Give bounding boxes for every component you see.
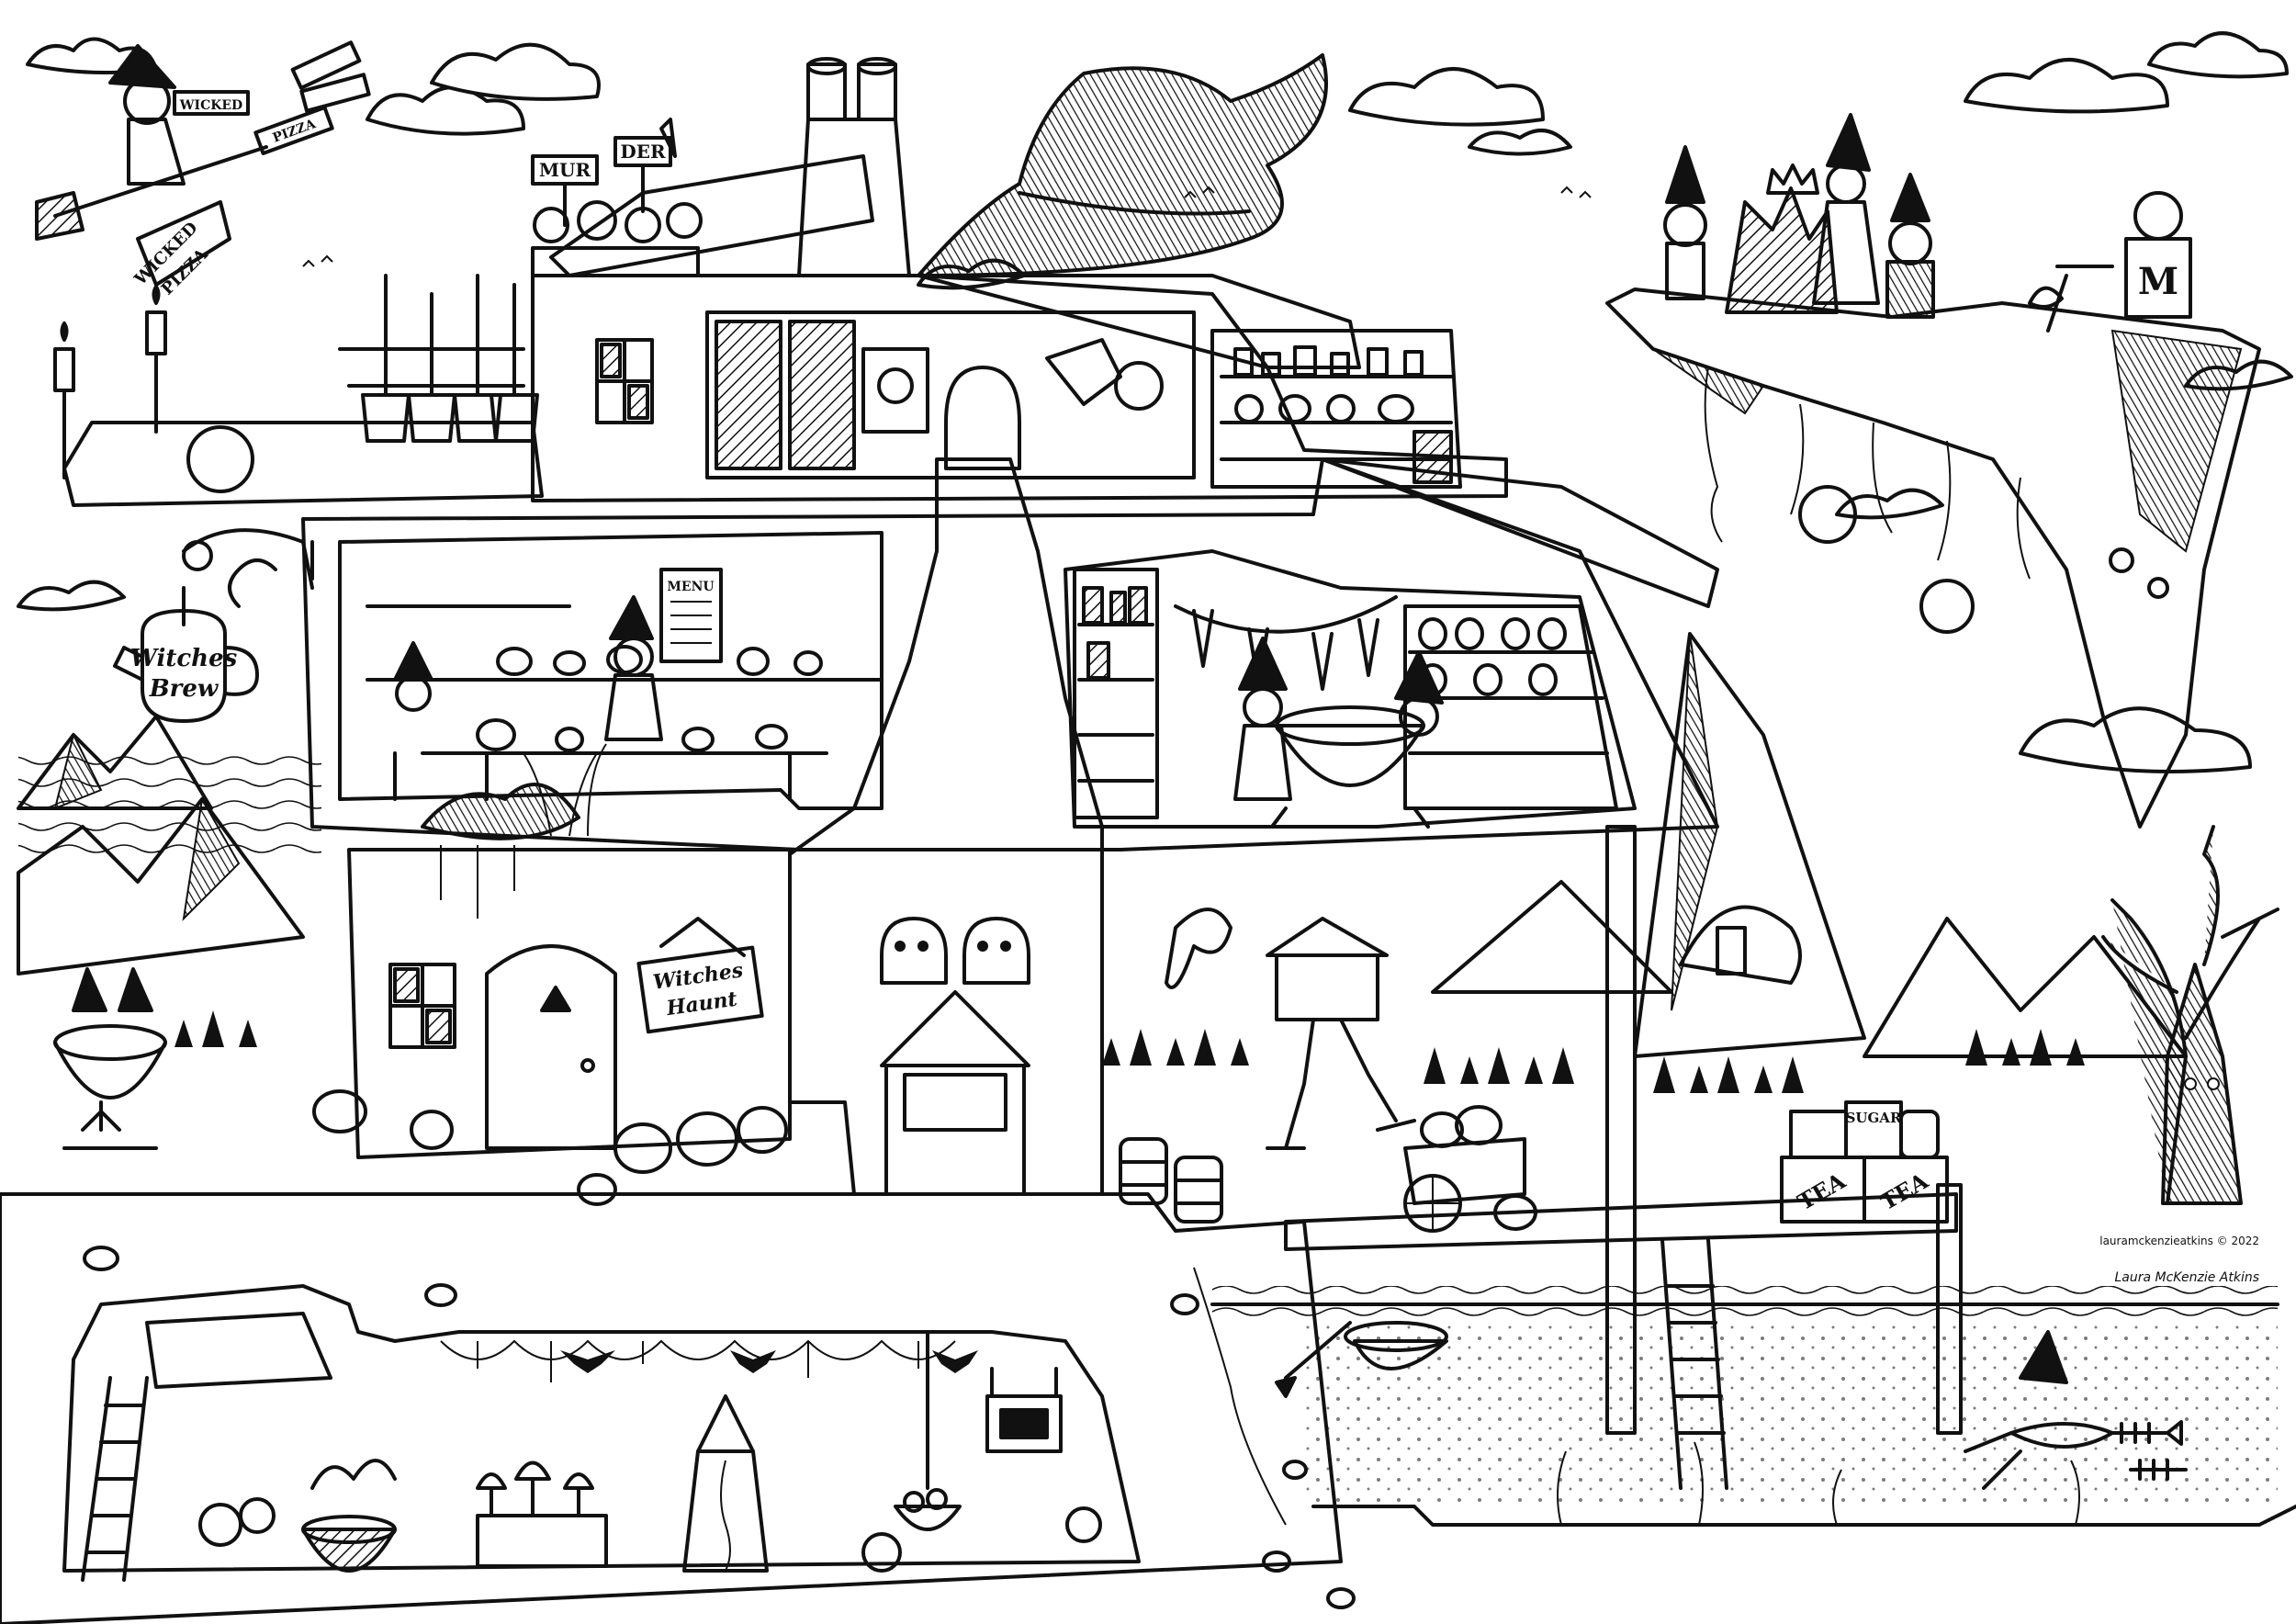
yard-cauldron — [53, 967, 167, 1150]
der-sign: DER — [620, 141, 666, 163]
mushroom-planter — [476, 1460, 608, 1568]
rope-ladder — [1660, 1238, 1728, 1490]
old-wizard — [682, 1394, 769, 1573]
witches-brew-line1: Witches — [130, 645, 238, 672]
chimney — [797, 57, 911, 277]
witches-brew-sign: Witches Brew — [113, 528, 314, 723]
crate-sugar: SUGAR — [1846, 1110, 1902, 1126]
walking-hut — [1165, 908, 1416, 1150]
crate-tea-right: TEA — [1875, 1167, 1932, 1216]
cloud — [1835, 488, 1944, 520]
tea-room: MENU — [338, 531, 884, 810]
witches-haunt-sign: Witches Haunt — [636, 917, 764, 1034]
left-yard — [53, 967, 788, 1206]
witch-figure — [1663, 145, 1707, 300]
witches-haunt-line2: Haunt — [664, 987, 738, 1021]
cave-ladder — [81, 1376, 149, 1582]
clouds — [17, 31, 2293, 773]
witches-brew-line2: Brew — [149, 675, 219, 703]
water — [1210, 1286, 2279, 1526]
underground-cave — [62, 1284, 1141, 1582]
fish-skeletons — [2110, 1420, 2188, 1481]
cloud — [17, 580, 126, 612]
copyright-text: lauramckenzieatkins © 2022 — [2099, 1235, 2259, 1247]
pumpkin-cart — [1403, 1105, 1537, 1233]
brooms — [361, 274, 539, 443]
seaweed — [1557, 1441, 2080, 1526]
artist-signature: lauramckenzieatkins © 2022 Laura McKenzi… — [2099, 1235, 2259, 1285]
upper-floor — [531, 53, 1508, 502]
witch-figure — [1812, 113, 1880, 305]
hanging-plants — [421, 743, 607, 919]
cliff-characters: M — [1663, 113, 2192, 333]
lower-window — [388, 963, 456, 1049]
bonfire — [1725, 186, 1839, 314]
crate-tea-left: TEA — [1793, 1167, 1850, 1216]
pizza-box-label: WICKED — [179, 98, 242, 113]
pantry-shelves — [1210, 329, 1462, 489]
cloud — [1348, 67, 1545, 127]
cauldron-boat — [1275, 1321, 1448, 1398]
bats — [560, 1350, 978, 1373]
menu-board-title: MENU — [667, 580, 714, 594]
lower-floor: Witches Haunt — [347, 743, 792, 1159]
pine-forest — [174, 1010, 2085, 1093]
crowned-figure — [1766, 164, 1819, 195]
candles — [53, 285, 167, 479]
cloud — [2019, 706, 2252, 773]
stone-well — [880, 990, 1030, 1196]
cliff-creature — [1919, 579, 1975, 634]
front-door — [485, 944, 617, 1150]
knight-armor: M — [2046, 191, 2192, 333]
upper-window — [595, 338, 654, 424]
armor-letter: M — [2138, 260, 2178, 303]
cloud — [1964, 58, 2169, 114]
tea-room-witches — [393, 595, 663, 741]
spooky-tree — [2101, 825, 2279, 1205]
flying-pizza-witch: WICKED PIZZA WICKED PIZZA — [35, 40, 371, 299]
broom-deck — [53, 274, 544, 507]
cave-cauldron — [301, 1459, 397, 1573]
cliff-creature — [1798, 485, 1857, 544]
hanging-basket — [894, 1330, 962, 1531]
swimming-witch — [1964, 1330, 2114, 1490]
cave-creatures — [198, 1497, 1102, 1573]
cloud — [430, 42, 601, 101]
potion-witches — [1233, 637, 1444, 801]
wall-sign-frame — [985, 1367, 1063, 1453]
potion-room — [1064, 549, 1637, 829]
mur-sign: MUR — [539, 159, 591, 181]
cloud — [366, 85, 525, 136]
cloud — [2147, 31, 2289, 79]
tea-crates: TEA TEA SUGAR — [1780, 1100, 1949, 1224]
middle-floor: MENU — [301, 457, 1719, 851]
rooftop-protesters: MUR DER — [531, 118, 703, 277]
stone-chimney-column — [788, 457, 1104, 1196]
hill-dwelling — [1679, 905, 1802, 985]
distant-mountains — [17, 632, 2188, 1058]
barrels — [1119, 1137, 1223, 1224]
witch-figure — [1885, 173, 1935, 319]
dock-area: TEA TEA SUGAR — [1119, 825, 1963, 1490]
pizza-boxes: WICKED PIZZA — [173, 40, 371, 155]
hanging-roots — [1704, 367, 2031, 580]
pebbles — [83, 1246, 1356, 1609]
library-room — [705, 310, 1196, 479]
cloud — [1468, 129, 1572, 156]
floating-cliff — [1605, 288, 2261, 829]
artist-name: Laura McKenzie Atkins — [2114, 1270, 2259, 1285]
stalactites — [440, 1339, 956, 1382]
pumpkins — [312, 1089, 788, 1206]
small-bush — [2028, 286, 2064, 309]
